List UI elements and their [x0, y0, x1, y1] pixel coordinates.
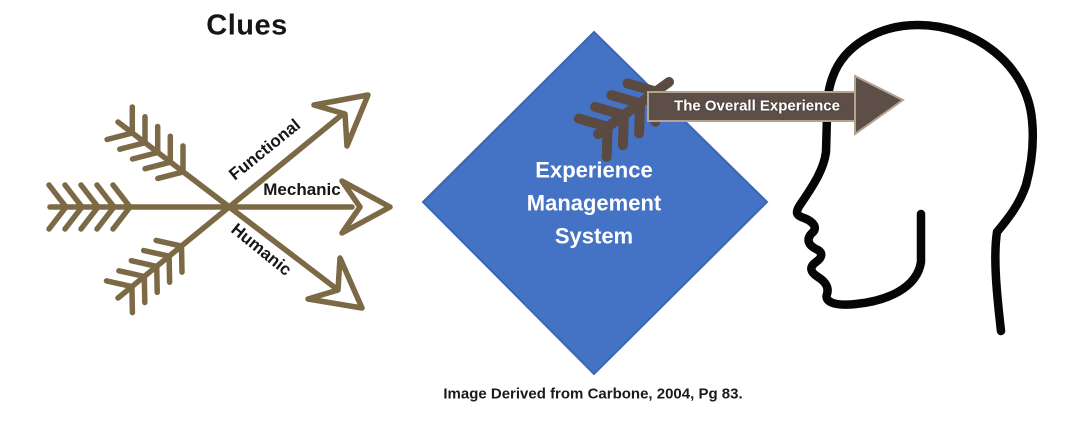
overall-arrow-shaft: [647, 91, 857, 122]
overall-arrow-head: [854, 74, 905, 136]
humanic-arrow: [104, 104, 365, 311]
mechanic-label: Mechanic: [263, 180, 341, 199]
clues-arrows-group: [46, 92, 393, 316]
overall-experience-label: The Overall Experience: [674, 97, 840, 115]
overall-experience-arrow: [573, 74, 905, 162]
mechanic-arrow: [46, 178, 393, 236]
mechanic-arrowhead: [339, 178, 393, 236]
ems-line-3: System: [554, 223, 634, 249]
ems-diamond-label: Experience Management System: [527, 154, 661, 253]
humanic-arrowhead: [305, 255, 365, 311]
functional-arrowhead: [311, 92, 371, 149]
ems-line-2: Management: [526, 190, 662, 216]
clues-title: Clues: [206, 9, 288, 42]
ems-line-1: Experience: [535, 157, 653, 183]
head-profile-icon: [792, 20, 1037, 336]
overall-arrow-fletching-icon: [573, 77, 674, 162]
source-caption: Image Derived from Carbone, 2004, Pg 83.: [443, 385, 743, 403]
